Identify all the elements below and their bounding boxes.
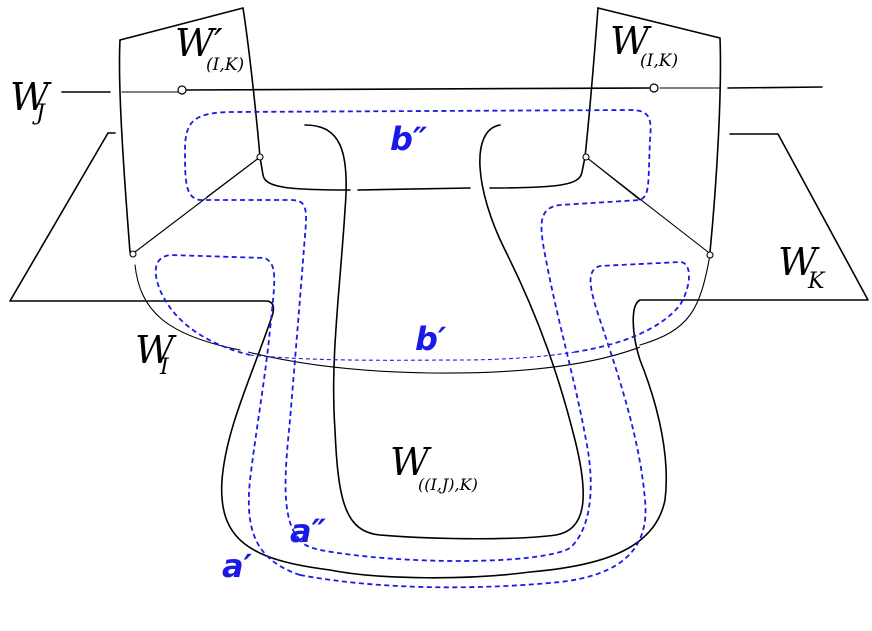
w-j-endpoint-left: [178, 86, 186, 94]
svg-text:W: W: [135, 328, 177, 372]
spoke-left-2: [207, 157, 260, 197]
sheet-w-ik-left-edge: [490, 8, 598, 188]
curve-a-prime: [156, 255, 300, 575]
node-right-bottom: [707, 252, 713, 258]
svg-text:((I,J),K): ((I,J),K): [418, 475, 478, 494]
label-a-prime: a′: [222, 547, 253, 585]
back-connector: [358, 188, 470, 190]
label-w-j: W J: [10, 75, 52, 126]
w-j-line-main: [186, 88, 650, 90]
label-w-k: W K: [778, 240, 826, 294]
node-left-bottom: [130, 251, 136, 257]
spoke-right-2: [586, 157, 640, 200]
svg-text:(I,K): (I,K): [640, 51, 678, 71]
label-w-prime-ik: W′ (I,K): [175, 21, 244, 75]
label-a-double-prime: a″: [290, 512, 327, 550]
label-w-ijk: W ((I,J),K): [390, 440, 478, 494]
label-w-i: W I: [135, 328, 177, 380]
w-j-line-right: [728, 87, 822, 88]
svg-text:(I,K): (I,K): [206, 55, 244, 75]
curve-b-prime-back: [250, 352, 575, 360]
w-j-endpoint-right: [650, 84, 658, 92]
node-right-top: [583, 154, 589, 160]
svg-text:K: K: [807, 269, 826, 294]
sheet-w-prime-ik: [120, 8, 350, 190]
label-w-ik: W (I,K): [610, 19, 678, 71]
svg-text:W: W: [10, 75, 52, 119]
node-left-top: [257, 154, 263, 160]
label-b-prime: b′: [415, 320, 447, 358]
svg-text:I: I: [159, 355, 170, 380]
sheet-w-prime-ik-left-edge: [119, 40, 130, 252]
label-b-double-prime: b″: [390, 120, 428, 158]
